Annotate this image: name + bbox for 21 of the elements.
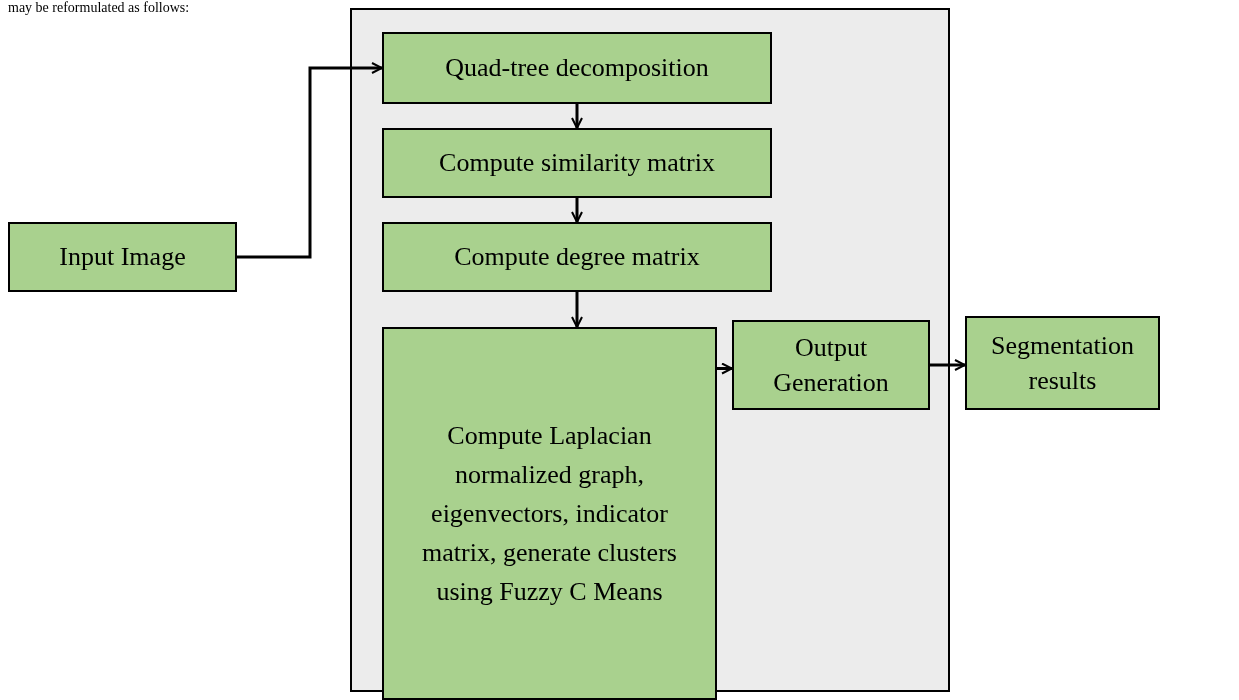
arrow [237,62,383,259]
box-label: Compute similarity matrix [438,147,716,180]
box-label: Output Generation [772,331,890,399]
process-box [965,316,1160,410]
box-label: Segmentation results [990,329,1135,397]
process-box [382,128,772,198]
box-label: Compute Laplacian normalized graph, eigenvectors, indicator matrix, generate clusters using Fuzzy C Means [421,420,678,608]
process-box [8,222,237,292]
box-label: Compute degree matrix [453,241,701,274]
box-label: Quad-tree decomposition [444,52,710,85]
process-box [382,32,772,104]
process-box [382,327,717,700]
arrow [717,362,733,375]
arrow [571,292,583,328]
arrow [571,104,583,129]
arrow [930,359,966,371]
box-label: Input Image [58,241,187,274]
arrow [571,198,583,223]
process-box [732,320,930,410]
note-text: may be reformulated as follows: [8,0,190,16]
process-box [382,222,772,292]
